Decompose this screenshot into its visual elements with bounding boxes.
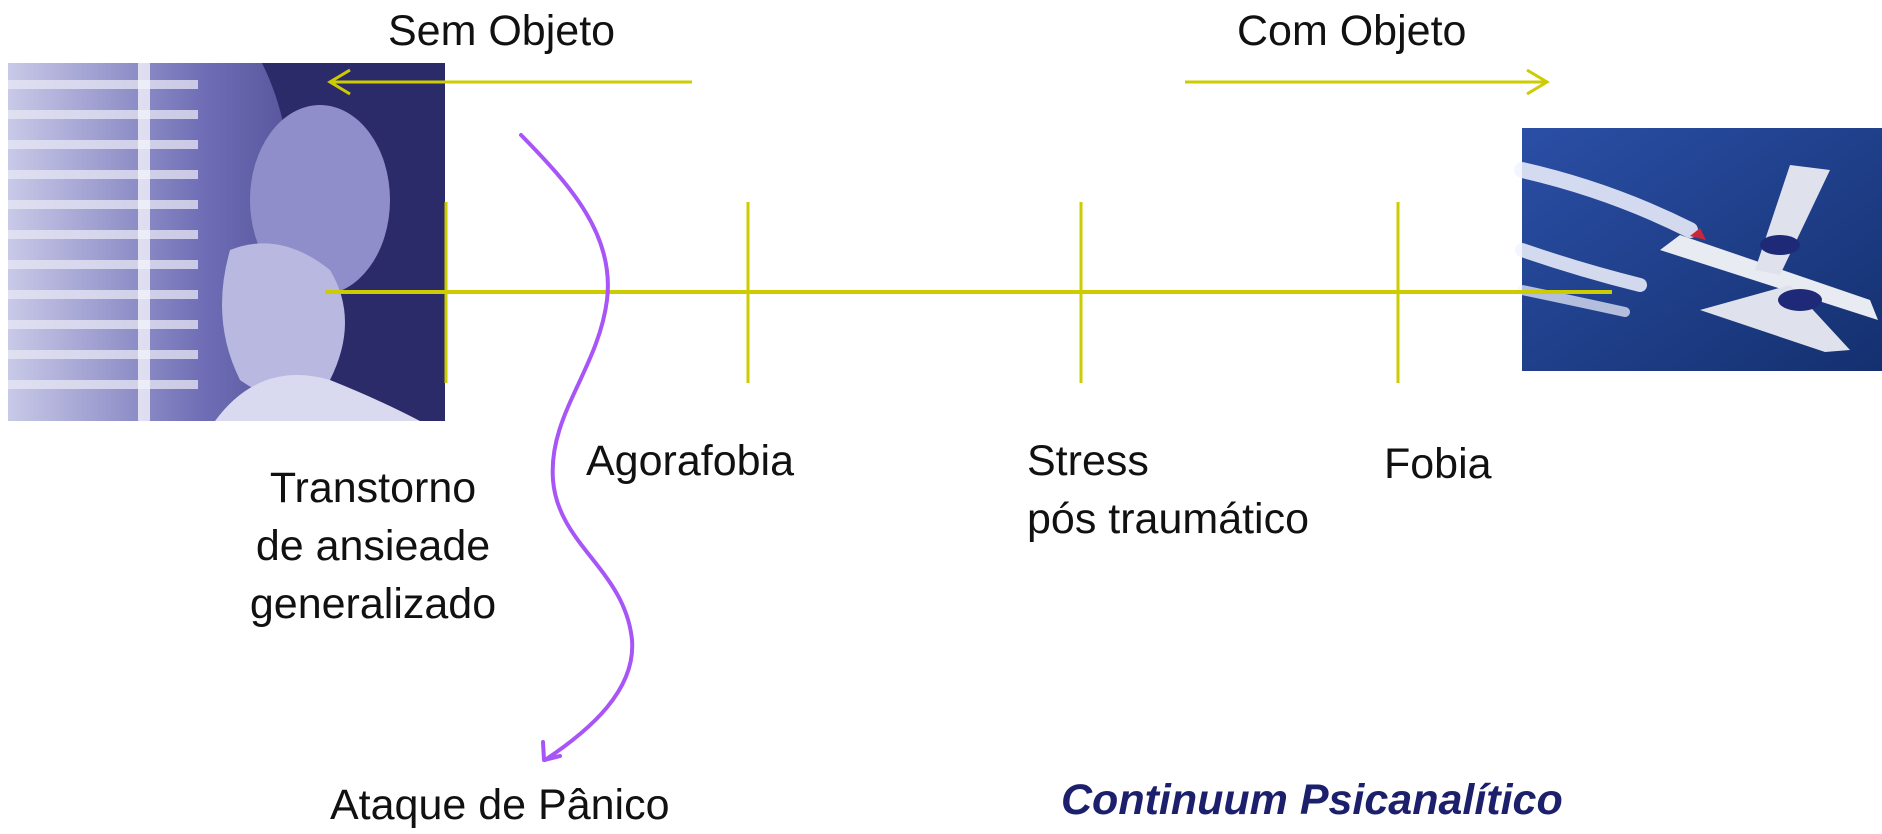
airplane-photo <box>1514 128 1882 371</box>
panic-curve-arrowhead <box>541 740 562 762</box>
arrow-left-icon <box>327 68 692 96</box>
ataque-panico-label: Ataque de Pânico <box>330 781 670 829</box>
continuum-caption: Continuum Psicanalítico <box>1061 776 1563 824</box>
com-objeto-label: Com Objeto <box>1237 7 1467 55</box>
tag-label: Transtorno de ansieade generalizado <box>249 464 497 628</box>
stress-label: Stress pós traumático <box>1027 437 1310 543</box>
sem-objeto-label: Sem Objeto <box>388 7 616 55</box>
agorafobia-label: Agorafobia <box>586 437 794 485</box>
panic-curve <box>519 133 635 762</box>
arrow-right-icon <box>1185 68 1550 96</box>
anxious-woman-photo <box>8 63 445 421</box>
fobia-label: Fobia <box>1384 440 1492 488</box>
